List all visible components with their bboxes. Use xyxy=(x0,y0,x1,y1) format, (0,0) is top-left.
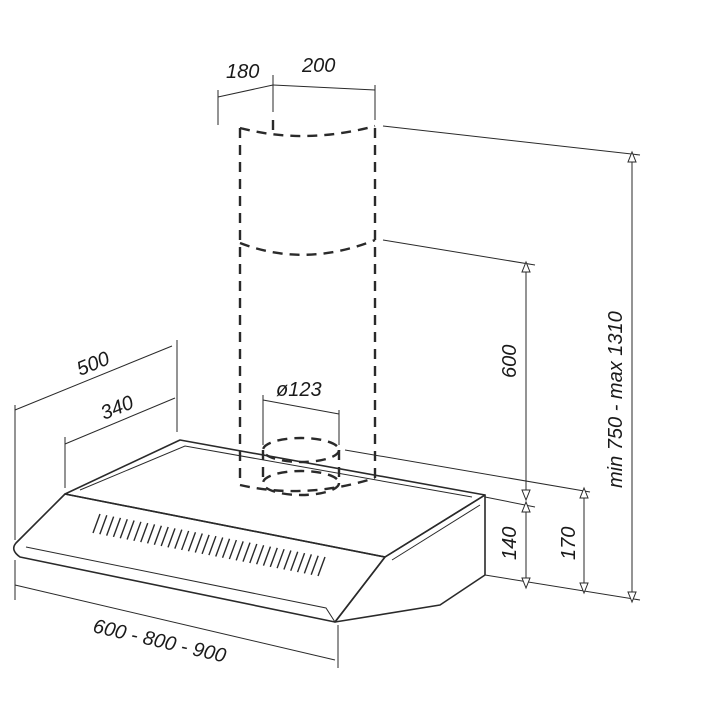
label-hood-width: 600 - 800 - 900 xyxy=(91,615,228,667)
vent-slot xyxy=(296,552,306,573)
hood-body xyxy=(12,439,486,623)
hood-front-rail xyxy=(25,546,336,623)
dim-hood-width xyxy=(14,584,336,661)
vent-slot xyxy=(208,535,217,556)
label-hood-depth-inner: 340 xyxy=(98,392,137,425)
dimension-lines xyxy=(14,84,633,661)
extension-lines xyxy=(14,75,641,668)
dim-hood-depth xyxy=(14,345,173,411)
vent-slot xyxy=(153,525,163,545)
label-hood-height-outlet: 170 xyxy=(558,527,580,560)
label-chimney-depth-offset: 180 xyxy=(226,61,259,83)
vent-slot xyxy=(262,546,272,566)
vent-slot xyxy=(92,513,101,534)
vent-slot xyxy=(112,517,122,538)
vent-slot xyxy=(201,534,210,555)
outlet-collar xyxy=(261,436,341,497)
label-total-height: min 750 - max 1310 xyxy=(605,311,627,488)
vent-slot xyxy=(215,537,224,557)
vent-slot xyxy=(133,521,142,542)
outlet-bottom-ellipse xyxy=(261,469,341,497)
hood-vent-slots xyxy=(92,513,326,577)
hood-front-face xyxy=(12,493,386,623)
vent-slot xyxy=(187,532,197,552)
vent-slot xyxy=(174,529,183,549)
chimney-top-curve xyxy=(239,124,376,138)
vent-slot xyxy=(317,556,326,577)
vent-slot xyxy=(99,515,108,535)
vent-slot xyxy=(228,539,238,560)
vent-slot xyxy=(276,548,285,569)
chimney-outline xyxy=(238,120,377,493)
vent-slot xyxy=(283,550,292,570)
vent-slot xyxy=(119,518,128,539)
vent-slot xyxy=(126,520,135,540)
dim-depth-offset xyxy=(217,84,274,98)
label-chimney-width: 200 xyxy=(301,55,335,77)
hood-right-side-inner xyxy=(391,504,481,561)
vent-slot xyxy=(290,551,299,572)
vent-slot xyxy=(140,522,149,543)
label-hood-height: 140 xyxy=(499,527,521,560)
arrowheads xyxy=(521,150,637,604)
vent-slot xyxy=(242,542,251,562)
dim-hood-depth-inner xyxy=(64,397,176,445)
vent-slot xyxy=(180,530,190,551)
hood-right-side xyxy=(334,494,486,623)
label-hood-depth: 500 xyxy=(74,348,113,381)
vent-slot xyxy=(269,547,278,568)
dimension-labels: 180 200 min 750 - max 1310 600 140 170 ø… xyxy=(74,55,627,667)
chimney-mid-curve xyxy=(239,238,376,256)
dim-chimney-width xyxy=(272,84,376,91)
vent-slot xyxy=(160,526,169,547)
vent-slot xyxy=(221,538,231,558)
dim-outlet-diameter xyxy=(262,399,340,415)
vent-slot xyxy=(167,528,176,548)
vent-slot xyxy=(235,541,244,561)
vent-slot xyxy=(303,554,313,574)
outlet-top-ellipse xyxy=(261,436,341,464)
label-outlet-diameter: ø123 xyxy=(276,379,322,401)
hood-top-inner-lip xyxy=(79,445,473,498)
vent-slot xyxy=(255,545,265,565)
vent-slot xyxy=(194,533,203,553)
vent-slot xyxy=(105,516,115,536)
vent-slot xyxy=(146,524,156,544)
chimney-bottom-curve xyxy=(239,476,376,493)
label-chimney-height: 600 xyxy=(499,345,521,378)
vent-slot xyxy=(310,555,319,575)
vent-slot xyxy=(249,543,258,564)
